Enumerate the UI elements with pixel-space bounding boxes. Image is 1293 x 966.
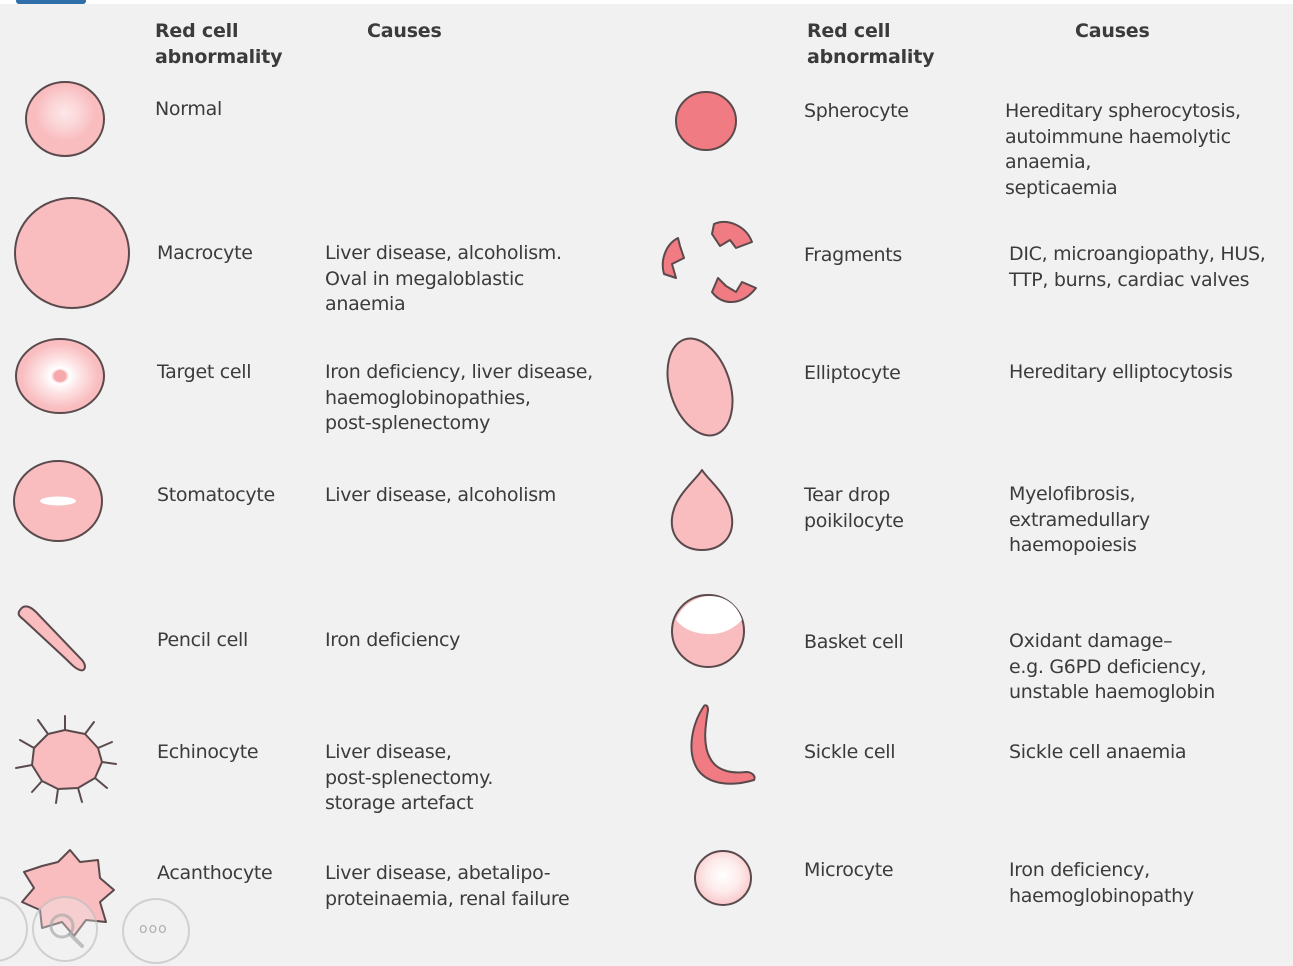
magnifier-icon (49, 913, 84, 948)
right-row-4-name: Tear drop poikilocyte (804, 484, 904, 532)
right-row-2-causes: DIC, microangiopathy, HUS, TTP, burns, c… (1009, 243, 1266, 291)
target-cell-icon (15, 338, 105, 414)
right-row-5-name: Basket cell (804, 631, 904, 653)
left-row-2-name: Macrocyte (157, 242, 253, 264)
more-options-label: ooo (139, 921, 168, 937)
left-row-5-name: Pencil cell (157, 629, 248, 651)
basket-cell-icon (671, 594, 745, 668)
left-row-1-name: Normal (155, 98, 222, 120)
left-row-7-causes: Liver disease, abetalipo- proteinaemia, … (325, 862, 570, 910)
left-row-4-name: Stomatocyte (157, 484, 275, 506)
right-row-7-causes: Iron deficiency, haemoglobinopathy (1009, 859, 1194, 907)
right-row-6-name: Sickle cell (804, 741, 896, 763)
right-row-2-name: Fragments (804, 244, 902, 266)
right-row-5-causes: Oxidant damage– e.g. G6PD deficiency, un… (1009, 630, 1215, 703)
title-fragment (16, 0, 86, 4)
top-strip (0, 0, 1293, 4)
right-row-1-causes: Hereditary spherocytosis, autoimmune hae… (1005, 100, 1241, 199)
elliptocyte-icon (666, 337, 734, 437)
teardrop-icon (670, 469, 734, 551)
stomatocyte-icon (13, 460, 103, 542)
left-row-4-causes: Liver disease, alcoholism (325, 484, 557, 506)
header-right-causes: Causes (1075, 20, 1150, 42)
pencil-cell-icon (17, 605, 86, 672)
right-row-4-causes: Myelofibrosis, extramedullary haemopoies… (1009, 483, 1150, 556)
right-row-6-causes: Sickle cell anaemia (1009, 741, 1187, 763)
right-row-3-causes: Hereditary elliptocytosis (1009, 361, 1233, 383)
echinocyte-icon (15, 715, 117, 804)
header-left-causes: Causes (367, 20, 442, 42)
header-right-abnormality: Red cell abnormality (807, 20, 935, 68)
left-row-7-name: Acanthocyte (157, 862, 273, 884)
normal-cell-icon (25, 81, 105, 157)
left-row-6-causes: Liver disease, post-splenectomy. storage… (325, 741, 494, 814)
macrocyte-icon (14, 197, 130, 309)
sickle-cell-icon (690, 704, 756, 785)
left-row-6-name: Echinocyte (157, 741, 259, 763)
left-row-2-causes: Liver disease, alcoholism. Oval in megal… (325, 242, 562, 315)
spherocyte-icon (675, 91, 737, 151)
fragments-icon (661, 221, 757, 303)
right-row-3-name: Elliptocyte (804, 362, 901, 384)
left-row-3-causes: Iron deficiency, liver disease, haemoglo… (325, 361, 593, 434)
header-left-abnormality: Red cell abnormality (155, 20, 283, 68)
left-row-5-causes: Iron deficiency (325, 629, 461, 651)
microcyte-icon (694, 850, 752, 906)
zoom-button[interactable] (32, 896, 98, 962)
more-options-button[interactable]: ooo (122, 898, 190, 964)
right-row-7-name: Microcyte (804, 859, 894, 881)
right-row-1-name: Spherocyte (804, 100, 909, 122)
left-row-3-name: Target cell (157, 361, 252, 383)
